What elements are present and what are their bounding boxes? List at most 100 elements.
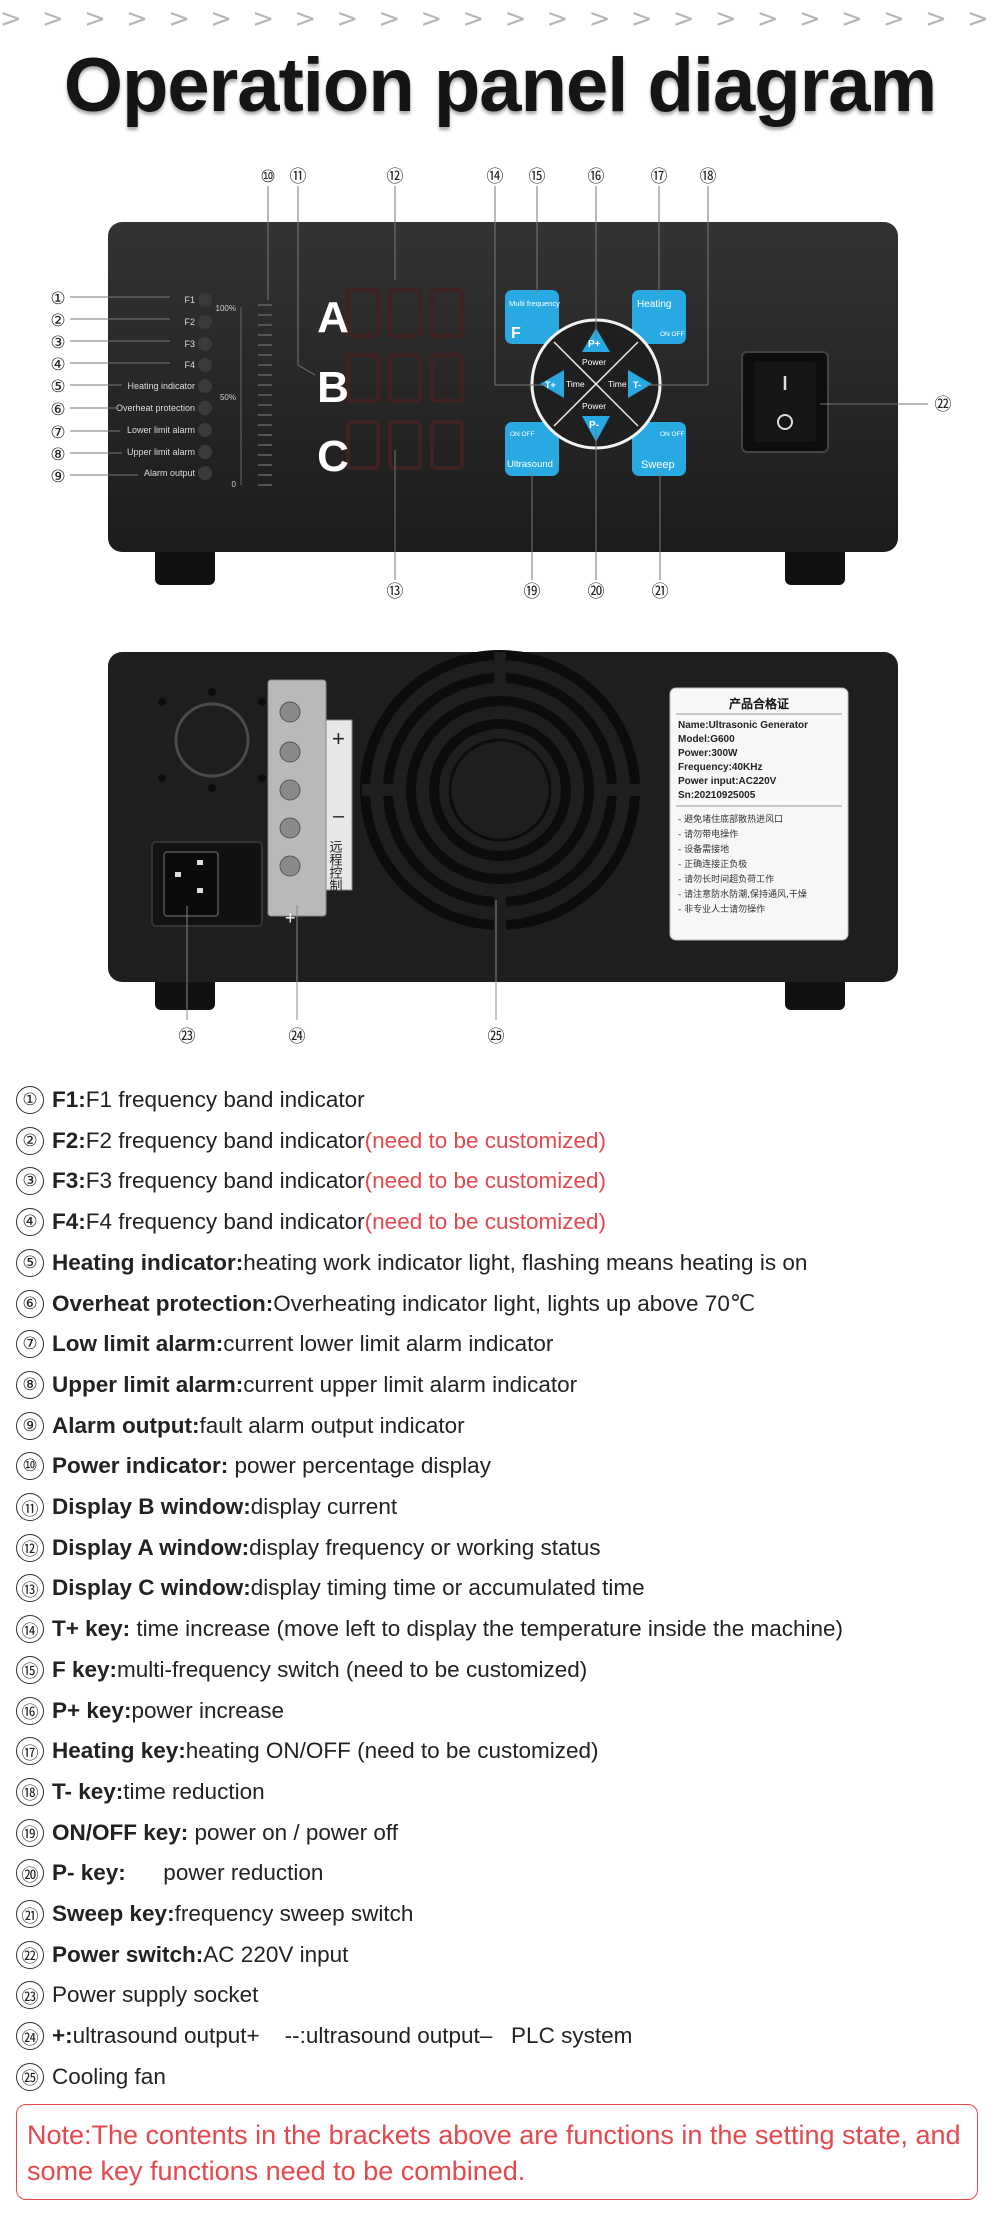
bar-label-50: 50% (220, 393, 236, 402)
display-a-label: A (317, 293, 349, 342)
callout-11: ⑪ (290, 167, 307, 187)
device-foot (155, 543, 215, 585)
indicator-label-lower-alarm: Lower limit alarm (127, 425, 195, 435)
legend-number: ⑭ (16, 1615, 44, 1644)
note-box: Note:The contents in the brackets above … (16, 2104, 978, 2200)
warning-line: - 设备需接地 (678, 843, 729, 855)
label-line: Name:Ultrasonic Generator (678, 720, 808, 731)
legend-key: Sweep key: (52, 1901, 175, 1926)
legend-key: Heating indicator: (52, 1249, 244, 1275)
warning-line: - 避免堵住底部散热进风口 (678, 813, 783, 825)
device-foot (785, 543, 845, 585)
legend-description: heating work indicator light, flashing m… (243, 1249, 808, 1275)
legend-description: power on / power off (188, 1819, 398, 1845)
legend-key: Power indicator: (52, 1453, 229, 1479)
sweep-on-off-label: ON OFF (660, 431, 685, 438)
legend-description: power increase (131, 1697, 285, 1723)
legend-description: Overheating indicator light, lights up a… (273, 1290, 756, 1316)
callout-6: ⑥ (50, 400, 65, 420)
callout-7: ⑦ (50, 423, 65, 443)
f-key-label: F (511, 325, 521, 342)
legend-number: ④ (16, 1208, 44, 1237)
callout-16: ⑯ (588, 167, 605, 187)
legend-item: ⑳ P- key: power reduction (16, 1859, 324, 1888)
heating-key-label: Heating (637, 299, 671, 310)
legend-key: F1: (52, 1087, 86, 1112)
legend-description: Cooling fan (52, 2063, 166, 2089)
label-line: Model:G600 (678, 734, 735, 745)
ultrasound-key-label: Ultrasound (507, 459, 553, 470)
legend-number: ㉔ (16, 2022, 44, 2051)
sweep-key[interactable] (632, 422, 686, 476)
legend-key: Overheat protection: (52, 1290, 274, 1316)
callout-1: ① (50, 289, 65, 309)
ultrasound-key[interactable] (505, 422, 559, 476)
legend-description: F4 frequency band indicator (85, 1209, 365, 1235)
seven-segment-displays (346, 288, 464, 470)
callout-19: ⑲ (524, 582, 541, 600)
label-line: Power:300W (678, 748, 738, 759)
legend-number: ⑮ (16, 1655, 44, 1684)
callout-25: ㉕ (488, 1027, 505, 1047)
callout-15: ⑮ (529, 167, 546, 187)
callout-23: ㉓ (179, 1027, 196, 1047)
legend-item: ⑪ Display B window:display current (16, 1493, 397, 1521)
legend-description: multi-frequency switch (need to be custo… (117, 1656, 588, 1682)
legend-number: ⑪ (16, 1493, 44, 1521)
warning-line: - 请勿长时间超负荷工作 (678, 873, 774, 885)
legend-number: ⑱ (16, 1777, 44, 1806)
legend-key: Display B window: (52, 1494, 251, 1519)
back-panel-diagram: + – 远程控制 + 产品合格证 Name:Ultrasonic Generat… (108, 650, 898, 1047)
legend-number: ⑨ (16, 1411, 44, 1440)
power-bar-graph (258, 304, 272, 486)
heating-key[interactable] (632, 290, 686, 344)
legend-item: ㉕ Cooling fan (16, 2062, 166, 2091)
legend-description: F2 frequency band indicator (85, 1127, 365, 1153)
multi-frequency-key[interactable] (505, 290, 559, 344)
legend-number: ⑳ (16, 1859, 44, 1888)
indicator-label-f1: F1 (184, 295, 195, 305)
indicator-label-f2: F2 (184, 317, 195, 327)
legend-number: ㉕ (16, 2062, 44, 2091)
legend-number: ② (16, 1126, 44, 1155)
display-b-label: B (317, 363, 349, 412)
legend-number: ⑫ (16, 1533, 44, 1562)
label-line: Power input:AC220V (678, 776, 777, 787)
legend-number: ⑯ (16, 1696, 44, 1725)
legend-customization-note: (need to be customized) (364, 1209, 607, 1235)
legend-number: ③ (16, 1167, 44, 1196)
multi-frequency-label: Multi frequency (509, 299, 560, 308)
time-label-left: Time (566, 379, 585, 389)
legend-number: ㉓ (16, 1981, 44, 2010)
legend-item: ㉔+:ultrasound output+ --:ultrasound outp… (16, 2022, 632, 2051)
legend-key: Power switch: (52, 1941, 204, 1967)
t-minus-arrow (628, 370, 652, 398)
indicator-label-alarm-output: Alarm output (144, 468, 196, 478)
callout-22: ㉒ (935, 395, 952, 415)
callout-21: ㉑ (652, 582, 669, 600)
legend-description: display current (250, 1494, 398, 1519)
legend-key: P- key: (52, 1860, 126, 1886)
legend-customization-note: (need to be customized) (364, 1168, 607, 1194)
legend-key: Display C window: (52, 1575, 251, 1601)
terminal-remote-label: 远程控制 (327, 840, 343, 892)
legend-key: F3: (52, 1168, 86, 1194)
power-label-top: Power (582, 357, 606, 367)
callout-2: ② (50, 311, 65, 331)
legend-description: display frequency or working status (249, 1534, 601, 1560)
legend-customization-note: (need to be customized) (364, 1127, 607, 1153)
callout-20: ⑳ (588, 582, 605, 600)
callout-10: ⑩ (260, 167, 275, 187)
legend-description: power reduction (125, 1860, 324, 1886)
t-minus-label: T- (633, 380, 641, 390)
